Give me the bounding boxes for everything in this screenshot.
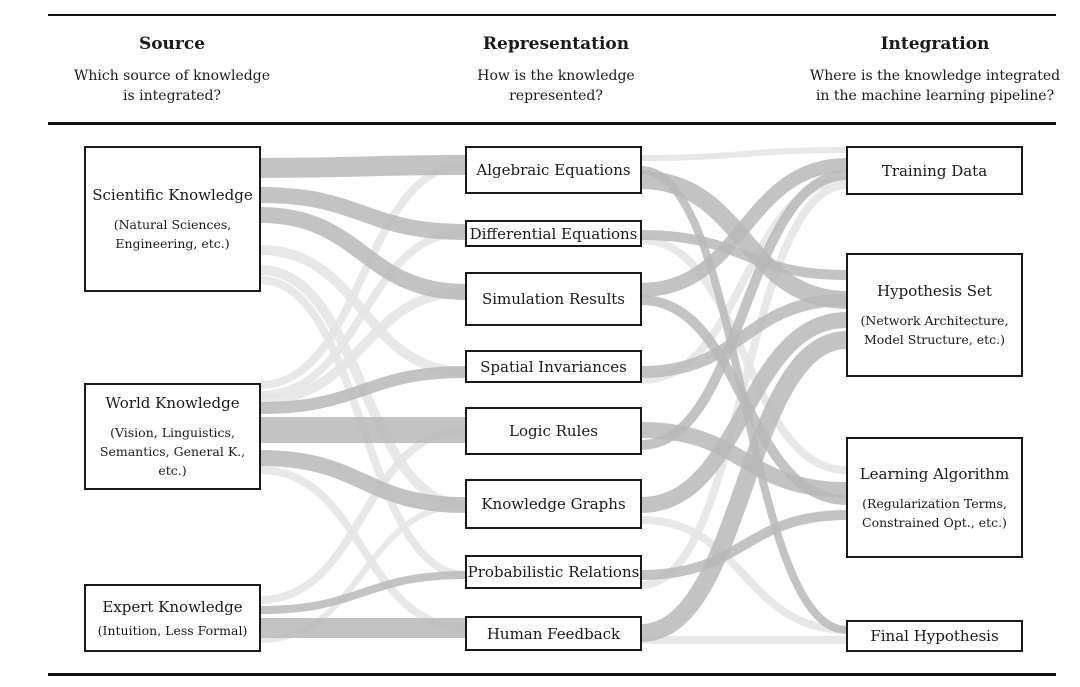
source-world-sub-line1: (Vision, Linguistics,	[110, 425, 235, 440]
int-learning-algorithm: Learning Algorithm (Regularization Terms…	[846, 437, 1023, 558]
rep-algebraic-equations: Algebraic Equations	[465, 146, 642, 194]
rep-human-feedback-label: Human Feedback	[486, 624, 621, 643]
int-final-hypothesis: Final Hypothesis	[846, 620, 1023, 652]
header-source: Source Which source of knowledge is inte…	[52, 34, 292, 106]
source-world-knowledge: World Knowledge (Vision, Linguistics, Se…	[84, 383, 261, 490]
rep-logic-rules: Logic Rules	[465, 407, 642, 455]
int-learning-algorithm-sub-line1: (Regularization Terms,	[862, 495, 1007, 511]
int-hypothesis-set: Hypothesis Set (Network Architecture, Mo…	[846, 253, 1023, 377]
source-expert-sub-line1: (Intuition, Less Formal)	[97, 622, 248, 638]
rep-algebraic-equations-label: Algebraic Equations	[476, 161, 631, 179]
int-hypothesis-set-sub-line2: Model Structure, etc.)	[864, 332, 1005, 347]
flow-ribbon-strong	[259, 450, 467, 513]
source-scientific-sub-line2: Engineering, etc.)	[115, 236, 230, 251]
header-source-question-line2: is integrated?	[123, 88, 221, 104]
flow-ribbon-weak	[259, 228, 467, 399]
rep-simulation-results: Simulation Results	[465, 272, 642, 326]
source-scientific-sub-line1: (Natural Sciences,	[113, 217, 232, 232]
rep-knowledge-graphs-label: Knowledge Graphs	[481, 495, 626, 513]
top-rule	[48, 14, 1056, 16]
rep-human-feedback: Human Feedback	[465, 616, 642, 651]
rep-logic-rules-label: Logic Rules	[509, 422, 598, 440]
flow-ribbon-strong	[259, 571, 467, 614]
int-hypothesis-set-title: Hypothesis Set	[877, 282, 992, 300]
flow-ribbon-strong	[640, 230, 848, 280]
header-representation-title: Representation	[482, 34, 630, 54]
flow-ribbon-strong	[259, 207, 467, 300]
rep-differential-equations: Differential Equations	[465, 220, 642, 247]
int-final-hypothesis-title: Final Hypothesis	[870, 627, 999, 645]
source-world-title: World Knowledge	[105, 394, 240, 412]
flow-ribbon-strong	[640, 294, 848, 378]
rep-simulation-results-label: Simulation Results	[481, 290, 626, 308]
flow-ribbon-strong	[259, 366, 467, 414]
flow-ribbon-strong	[640, 166, 848, 634]
flow-ribbon-weak	[259, 287, 467, 405]
flow-ribbon-strong	[259, 155, 467, 178]
flow-ribbon-strong	[640, 510, 848, 580]
rep-probabilistic-relations-label: Probabilistic Relations	[467, 563, 640, 581]
flow-ribbon-strong	[640, 170, 848, 450]
int-hypothesis-set-sub-line1: (Network Architecture,	[860, 313, 1009, 328]
flow-ribbon-weak	[259, 161, 467, 389]
header-integration-question-line1: Where is the knowledge integrated	[809, 68, 1061, 84]
rep-spatial-invariances-label: Spatial Invariances	[480, 357, 627, 376]
source-scientific-knowledge: Scientific Knowledge (Natural Sciences, …	[84, 146, 261, 292]
header-integration-title: Integration	[880, 34, 990, 54]
rep-differential-equations-label: Differential Equations	[469, 224, 638, 243]
source-expert-title: Expert Knowledge	[102, 597, 243, 616]
header-integration-question-line2: in the machine learning pipeline?	[815, 88, 1055, 104]
header-representation-question-line2: represented?	[509, 88, 603, 104]
rep-knowledge-graphs: Knowledge Graphs	[465, 479, 642, 529]
int-training-data: Training Data	[846, 146, 1023, 195]
flow-ribbon-strong	[259, 187, 467, 240]
header-rule	[48, 122, 1056, 125]
flow-ribbon-weak	[640, 516, 848, 634]
header-representation-question-line1: How is the knowledge	[477, 68, 635, 84]
source-expert-knowledge: Expert Knowledge (Intuition, Less Formal…	[84, 584, 261, 652]
rep-spatial-invariances: Spatial Invariances	[465, 350, 642, 383]
int-learning-algorithm-title: Learning Algorithm	[859, 464, 1010, 483]
header-representation: Representation How is the knowledge repr…	[426, 34, 686, 106]
bottom-rule	[48, 673, 1056, 676]
flow-ribbon-strong	[640, 331, 848, 642]
source-world-sub-line2: Semantics, General K., etc.)	[99, 444, 246, 478]
flow-ribbon-weak	[640, 147, 848, 161]
flow-ribbon-strong	[640, 158, 848, 297]
int-learning-algorithm-sub-line2: Constrained Opt., etc.)	[862, 514, 1007, 530]
int-training-data-title: Training Data	[881, 161, 988, 180]
header-source-title: Source	[138, 34, 206, 54]
rep-probabilistic-relations: Probabilistic Relations	[465, 555, 642, 589]
header-source-question-line1: Which source of knowledge	[73, 68, 271, 84]
source-scientific-title: Scientific Knowledge	[92, 186, 253, 204]
flow-ribbon-weak	[640, 236, 848, 474]
header-integration: Integration Where is the knowledge integ…	[790, 34, 1080, 106]
